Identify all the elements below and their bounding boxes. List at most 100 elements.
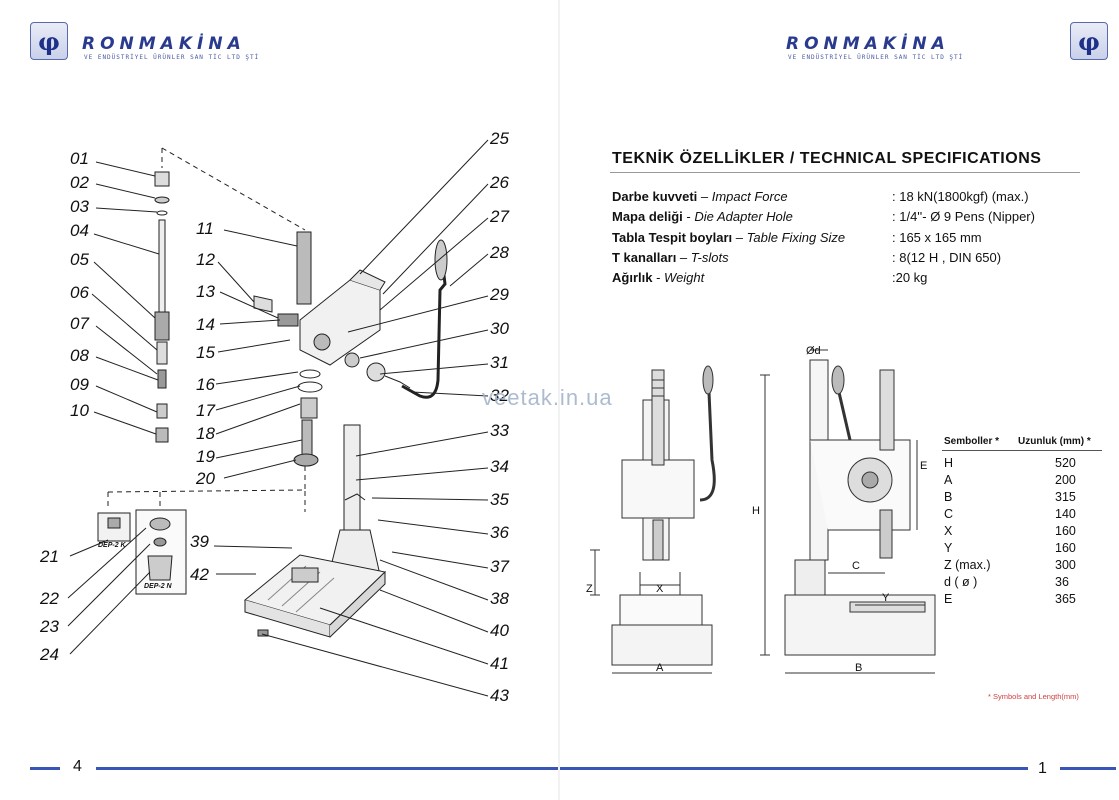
part-label: 09 bbox=[70, 375, 89, 394]
specs-title: TEKNİK ÖZELLİKLER / TECHNICAL SPECIFICAT… bbox=[612, 150, 1042, 167]
footer-rule bbox=[1060, 767, 1116, 770]
part-label: 39 bbox=[190, 532, 209, 551]
dim-label-h: H bbox=[752, 505, 760, 517]
page-number: 4 bbox=[73, 758, 82, 775]
part-label: 02 bbox=[70, 173, 89, 192]
symbol-name: C bbox=[944, 507, 954, 521]
part-label: 32 bbox=[490, 386, 509, 405]
dim-label-b: B bbox=[855, 662, 863, 674]
part-label: 22 bbox=[40, 589, 59, 608]
brand-logo: φ bbox=[1070, 22, 1108, 60]
part-label: 17 bbox=[196, 401, 215, 420]
part-label: 11 bbox=[196, 219, 214, 238]
symbol-name: Z (max.) bbox=[944, 558, 991, 572]
symbol-value: 140 bbox=[1055, 507, 1076, 521]
spec-row: Ağırlık - Weight bbox=[612, 270, 705, 285]
brand-subtitle: VE ENDÜSTRİYEL ÜRÜNLER SAN TİC LTD ŞTİ bbox=[788, 54, 964, 61]
brand-name: RONMAKİNA bbox=[82, 34, 246, 54]
symbol-name: E bbox=[944, 592, 953, 606]
part-label: 26 bbox=[490, 173, 509, 192]
spec-label-tr: T kanalları bbox=[612, 250, 677, 265]
exploded-view-drawing bbox=[67, 139, 489, 697]
spec-label-en: Table Fixing Size bbox=[746, 230, 846, 245]
symbols-header-length: Uzunluk (mm) * bbox=[1018, 436, 1091, 447]
symbol-value: 200 bbox=[1055, 473, 1076, 487]
symbol-value: 365 bbox=[1055, 592, 1076, 606]
spec-value: : 18 kN(1800kgf) (max.) bbox=[892, 189, 1029, 204]
spec-label-en: T-slots bbox=[690, 250, 729, 265]
symbol-name: X bbox=[944, 524, 953, 538]
symbols-header-symbol: Semboller * bbox=[944, 436, 1000, 447]
part-label: 18 bbox=[196, 424, 215, 443]
part-label: 37 bbox=[490, 557, 509, 576]
symbol-value: 160 bbox=[1055, 541, 1076, 555]
part-label: 30 bbox=[490, 319, 509, 338]
part-label: 07 bbox=[70, 314, 89, 333]
spec-label-tr: Ağırlık bbox=[612, 270, 653, 285]
spec-label-tr: Darbe kuvveti bbox=[612, 189, 698, 204]
part-label: 28 bbox=[490, 243, 509, 262]
left-page: φ RONMAKİNA VE ENDÜSTRİYEL ÜRÜNLER SAN T… bbox=[30, 22, 558, 775]
part-label: 19 bbox=[196, 447, 215, 466]
spec-row: Darbe kuvveti – Impact Force bbox=[612, 189, 788, 204]
part-label: 08 bbox=[70, 346, 89, 365]
dim-label-z: Z bbox=[586, 583, 593, 595]
part-label: 16 bbox=[196, 375, 215, 394]
symbol-name: H bbox=[944, 456, 954, 470]
part-label: 36 bbox=[490, 523, 509, 542]
brand-name: RONMAKİNA bbox=[786, 34, 950, 54]
footer-rule bbox=[560, 767, 1028, 770]
footer-rule bbox=[30, 767, 60, 770]
spec-value: : 1/4''- Ø 9 Pens (Nipper) bbox=[892, 209, 1035, 224]
symbol-name: B bbox=[944, 490, 953, 504]
dimension-drawing bbox=[590, 349, 936, 674]
kit-label: DEP-2 N bbox=[144, 583, 172, 590]
page-gutter bbox=[558, 0, 560, 800]
spec-label-tr: Tabla Tespit boyları bbox=[612, 230, 733, 245]
specs-title-underline bbox=[610, 172, 1080, 173]
part-label: 05 bbox=[70, 250, 89, 269]
symbol-value: 300 bbox=[1055, 558, 1076, 572]
part-label: 38 bbox=[490, 589, 509, 608]
part-label: 31 bbox=[490, 353, 509, 372]
part-label: 43 bbox=[490, 686, 509, 705]
watermark-text: veetak.in.ua bbox=[482, 385, 613, 410]
part-label: 23 bbox=[40, 617, 59, 636]
brand-logo: φ bbox=[30, 22, 68, 60]
part-label: 10 bbox=[70, 401, 89, 420]
part-label: 12 bbox=[196, 250, 215, 269]
spec-value: : 165 x 165 mm bbox=[892, 230, 982, 245]
symbols-note: * Symbols and Length(mm) bbox=[988, 692, 1079, 701]
part-label: 42 bbox=[190, 565, 209, 584]
part-label: 25 bbox=[490, 129, 509, 148]
symbol-value: 520 bbox=[1055, 456, 1076, 470]
part-label: 03 bbox=[70, 197, 89, 216]
spec-label-en: Impact Force bbox=[711, 189, 788, 204]
part-label: 13 bbox=[196, 282, 215, 301]
spec-value: : 8(12 H , DIN 650) bbox=[892, 250, 1002, 265]
logo-glyph: φ bbox=[1078, 26, 1100, 56]
symbols-header-rule bbox=[942, 450, 1102, 451]
part-label: 06 bbox=[70, 283, 89, 302]
part-label: 01 bbox=[70, 149, 89, 168]
part-label: 40 bbox=[490, 621, 509, 640]
dim-label-d: Ød bbox=[806, 345, 821, 357]
right-page: RONMAKİNA VE ENDÜSTRİYEL ÜRÜNLER SAN TİC… bbox=[560, 0, 1119, 800]
spec-label-tr: Mapa deliği bbox=[612, 209, 683, 224]
part-label: 33 bbox=[490, 421, 509, 440]
part-label: 21 bbox=[40, 547, 59, 566]
dim-label-a: A bbox=[656, 662, 664, 674]
part-label: 15 bbox=[196, 343, 215, 362]
part-label: 24 bbox=[40, 645, 59, 664]
dim-label-c: C bbox=[852, 560, 860, 572]
logo-glyph: φ bbox=[38, 26, 60, 56]
spec-label-en: Weight bbox=[664, 270, 705, 285]
part-label: 35 bbox=[490, 490, 509, 509]
spec-row: Tabla Tespit boyları – Table Fixing Size bbox=[612, 230, 846, 245]
dim-label-e: E bbox=[920, 460, 928, 472]
spec-value: :20 kg bbox=[892, 270, 928, 285]
brand-subtitle: VE ENDÜSTRİYEL ÜRÜNLER SAN TİC LTD ŞTİ bbox=[84, 54, 260, 61]
spec-label-en: Die Adapter Hole bbox=[694, 209, 793, 224]
spec-row: Mapa deliği - Die Adapter Hole bbox=[612, 209, 793, 224]
page-number: 1 bbox=[1038, 760, 1047, 777]
